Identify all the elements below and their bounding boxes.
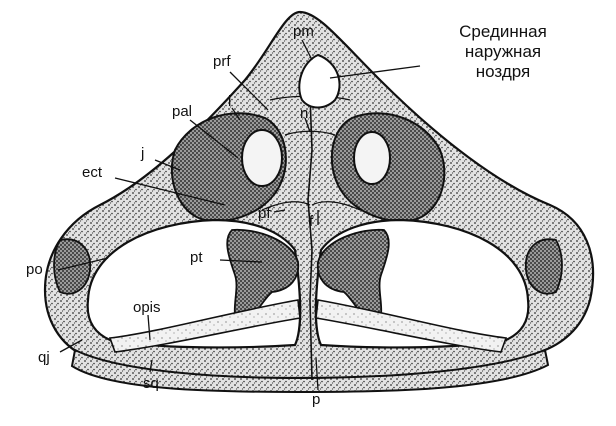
left-opisthotic-bar bbox=[108, 299, 301, 353]
label-l: l bbox=[228, 93, 232, 110]
label-pf: pf bbox=[258, 205, 271, 222]
label-pal: pal bbox=[172, 103, 193, 120]
label-po: po bbox=[26, 261, 43, 278]
label-prf: prf bbox=[213, 53, 231, 70]
label-pm: pm bbox=[293, 23, 314, 40]
right-otic-notch bbox=[525, 238, 563, 295]
lower-jaw-band bbox=[70, 348, 550, 394]
caption-line-1: Срединная bbox=[459, 22, 547, 41]
label-sq: sq bbox=[143, 375, 159, 392]
label-f: f bbox=[309, 213, 314, 230]
leader-lines bbox=[57, 39, 421, 391]
label-p: p bbox=[312, 391, 321, 408]
left-pterygoid bbox=[226, 228, 300, 327]
postfrontal-suture bbox=[261, 201, 361, 211]
right-orbit-hole bbox=[353, 131, 391, 185]
right-pterygoid bbox=[316, 228, 390, 327]
label-opis: opis bbox=[133, 299, 161, 316]
label-pt: pt bbox=[190, 249, 203, 266]
median-nostril bbox=[298, 53, 341, 109]
midline-suture bbox=[307, 94, 313, 381]
median-nostril-caption: Срединная наружная ноздря bbox=[428, 22, 578, 82]
caption-line-3: ноздря bbox=[475, 62, 531, 81]
label-j: j bbox=[141, 145, 145, 162]
caption-line-2: наружная bbox=[464, 42, 542, 61]
label-qj: qj bbox=[38, 349, 50, 366]
right-opisthotic-bar bbox=[315, 299, 508, 353]
left-orbit-hole bbox=[241, 129, 283, 187]
label-ect: ect bbox=[82, 164, 103, 181]
label-n: n bbox=[300, 105, 309, 122]
